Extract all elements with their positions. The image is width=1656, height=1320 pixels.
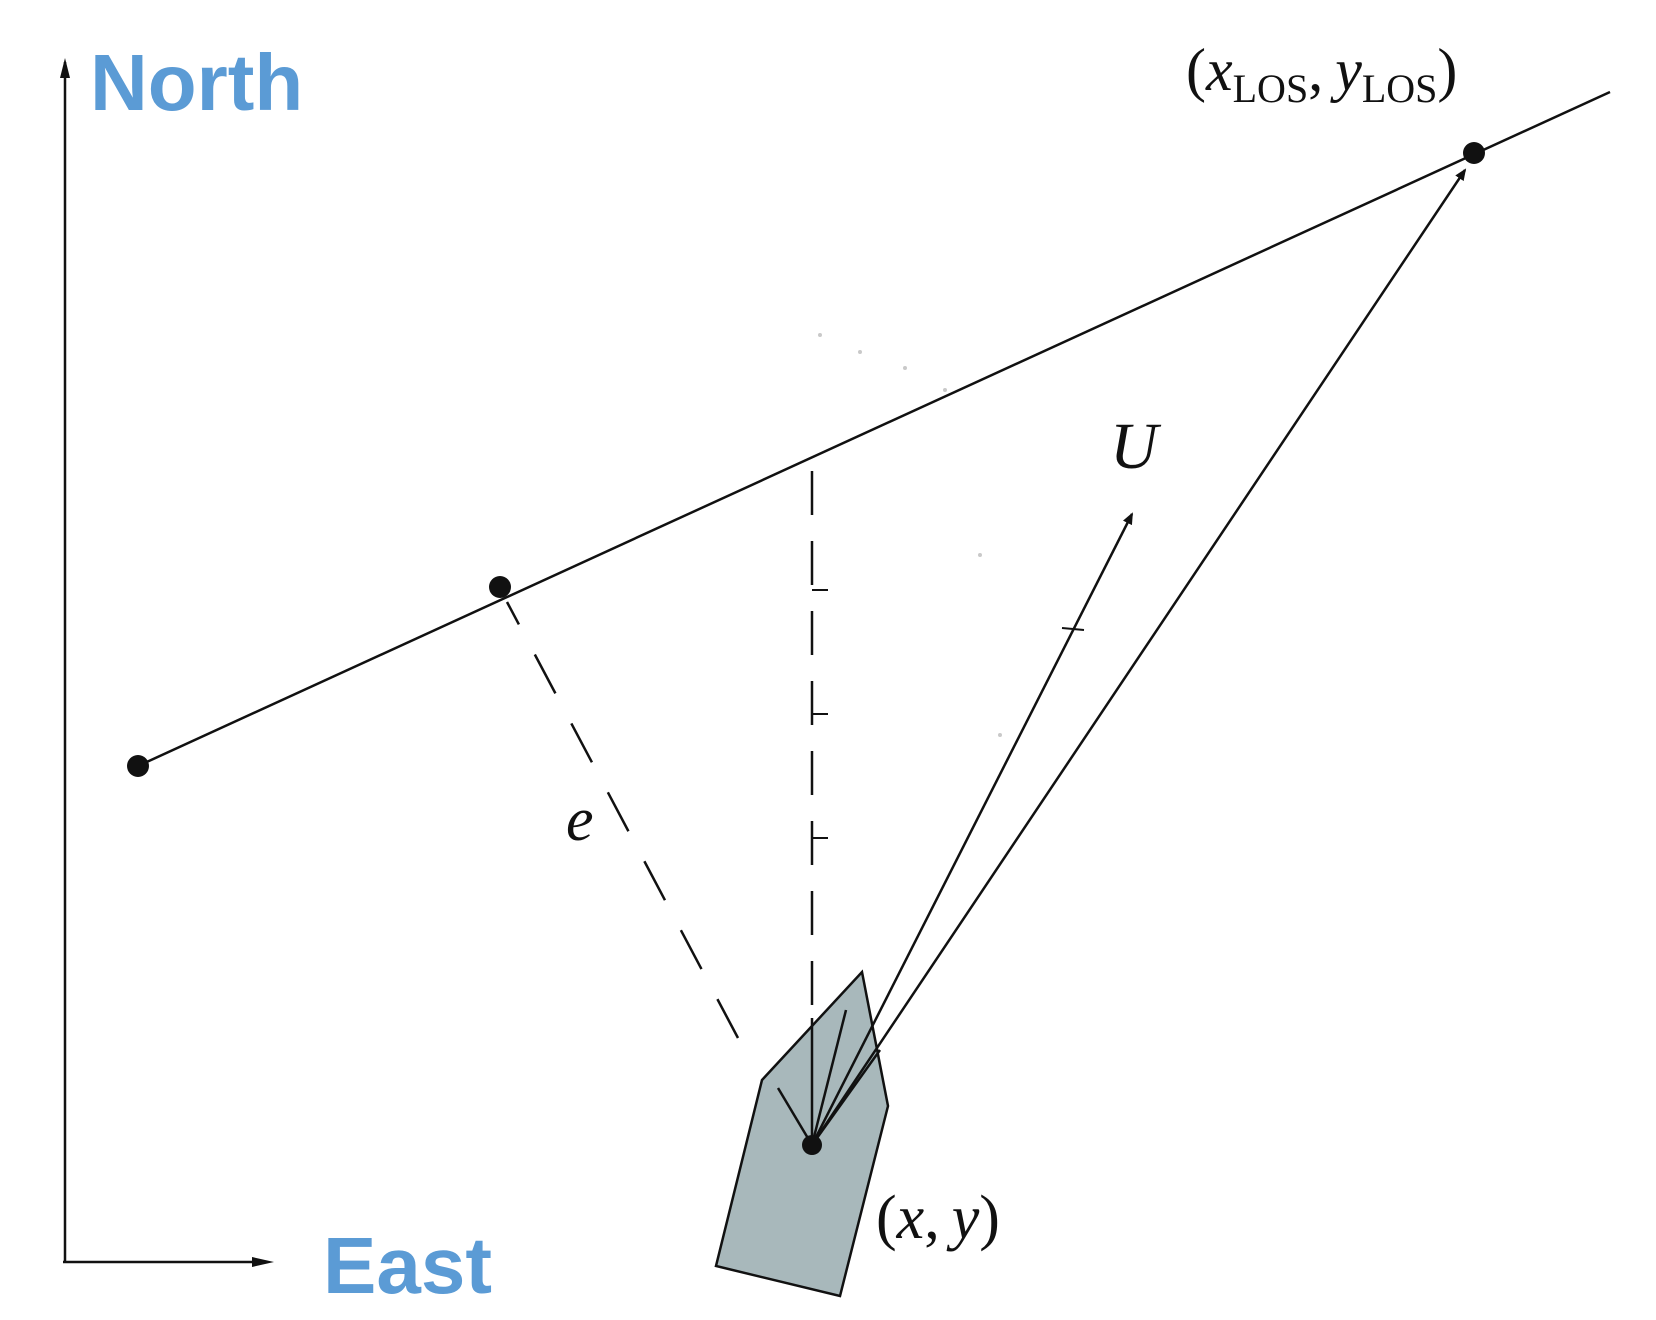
- north-axis-arrowhead: [60, 58, 70, 78]
- vessel-position-label: (x,y): [876, 1184, 1000, 1252]
- vessel-position-point: [802, 1135, 822, 1155]
- cross-track-error-line: [505, 601, 740, 1039]
- cross-track-error-label: e: [566, 786, 594, 854]
- north-label: North: [90, 38, 303, 127]
- east-label: East: [323, 1221, 492, 1310]
- speed-label: U: [1110, 410, 1162, 483]
- speed-vector-tick: [1061, 627, 1085, 631]
- path-line: [137, 90, 1611, 768]
- speed-vector-arrow: [810, 512, 1134, 1146]
- los-point: [1463, 142, 1485, 164]
- vessel-hull: [714, 969, 890, 1298]
- east-axis-arrowhead: [252, 1257, 274, 1267]
- los-vector-arrow: [810, 168, 1467, 1146]
- los-point-label: (xLOS,yLOS): [1186, 37, 1457, 111]
- waypoint-middle: [489, 576, 511, 598]
- waypoint-start: [127, 755, 149, 777]
- angle-arc-marks: [818, 333, 1002, 737]
